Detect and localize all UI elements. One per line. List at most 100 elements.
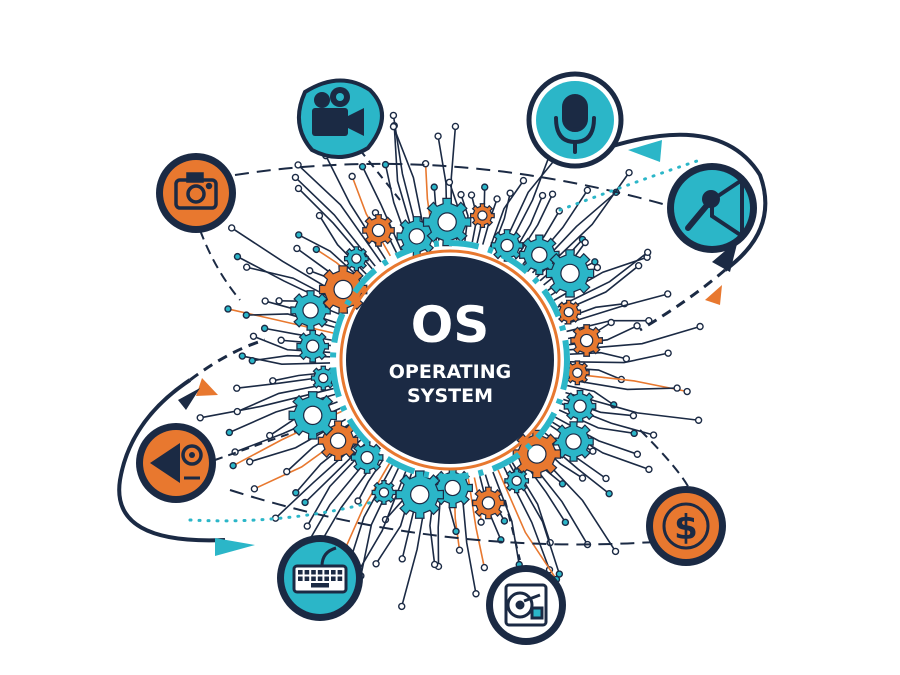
arrow-orange-right <box>705 285 722 305</box>
circuit-trace <box>567 384 615 406</box>
node-dollar[interactable]: $ <box>646 486 726 566</box>
trace-node <box>372 560 380 568</box>
orbit-dashed-right-lower <box>639 429 691 491</box>
trace-node <box>303 522 311 530</box>
circuit-trace <box>564 293 668 325</box>
gear <box>545 249 595 298</box>
trace-node <box>451 122 460 131</box>
orbit-arc-bottom-left <box>117 378 226 543</box>
gear <box>556 299 582 325</box>
trace-node <box>625 168 633 177</box>
keyboard-key <box>337 576 343 581</box>
trace-node <box>629 411 638 420</box>
trace-node <box>622 355 631 363</box>
orbit-arc-right-dashed <box>639 268 726 332</box>
trace-node <box>457 190 465 199</box>
node-speaker-mic[interactable] <box>667 163 757 253</box>
keyboard-key <box>304 576 310 581</box>
gear <box>519 234 560 276</box>
keyboard-key <box>304 570 310 575</box>
trace-node <box>238 352 246 360</box>
trace-node <box>301 498 309 507</box>
trace-node <box>455 546 464 554</box>
trace-node <box>430 183 438 191</box>
trace-node <box>561 518 570 527</box>
trace-node <box>649 431 658 439</box>
node-keyboard[interactable] <box>277 535 363 621</box>
gear <box>472 486 505 520</box>
circuit-trace <box>298 234 362 280</box>
trace-node <box>633 450 642 458</box>
hard-drive-icon <box>504 583 548 627</box>
trace-node <box>481 183 489 191</box>
trace-node <box>266 431 274 440</box>
trace-node <box>445 178 454 186</box>
hub-disc <box>346 256 554 464</box>
circuit-trace <box>392 126 428 243</box>
trace-node <box>271 514 280 522</box>
trace-node <box>645 465 653 474</box>
circuit-trace <box>569 352 669 364</box>
trace-node <box>358 162 367 171</box>
speaker-microphone-icon <box>685 176 744 240</box>
trace-node <box>294 184 303 193</box>
trace-node <box>611 547 620 556</box>
trace-node <box>434 132 442 140</box>
trace-node <box>227 224 236 232</box>
node-camera[interactable] <box>156 153 236 233</box>
circuit-trace <box>569 351 627 360</box>
trace-node <box>593 263 602 272</box>
trace-node <box>269 377 277 385</box>
circuit-traces <box>196 111 704 611</box>
hub-line-2: SYSTEM <box>407 385 493 407</box>
trace-node <box>260 324 269 333</box>
keyboard-key <box>331 570 336 575</box>
microphone-icon <box>554 94 596 154</box>
trace-node <box>673 384 681 392</box>
arrow-orange-left <box>196 378 218 396</box>
keyboard-spacebar <box>311 583 329 588</box>
trace-node <box>696 322 704 331</box>
trace-node <box>398 555 406 563</box>
orbit-ellipse-outer <box>234 162 701 216</box>
trace-node <box>315 211 324 220</box>
orbit-dashed-left <box>214 429 301 461</box>
gear <box>553 421 594 462</box>
trace-node <box>578 474 587 482</box>
trace-node <box>306 267 314 275</box>
orbit-dashed-left-upper <box>199 229 241 301</box>
gear <box>290 290 331 331</box>
trace-node <box>694 416 703 424</box>
trace-node <box>312 245 321 254</box>
trace-node <box>602 474 610 483</box>
trace-node <box>250 485 259 493</box>
trace-node <box>480 563 489 572</box>
trace-node <box>354 497 362 505</box>
trace-node <box>664 349 672 357</box>
trace-node <box>196 414 204 422</box>
trace-node <box>242 311 251 319</box>
arrow-teal-bottom <box>215 538 255 556</box>
node-media[interactable] <box>136 423 216 503</box>
trace-node <box>472 590 480 598</box>
node-hard-drive[interactable] <box>486 565 566 645</box>
trace-node <box>633 322 641 330</box>
trace-node <box>233 407 241 416</box>
trace-node <box>389 122 398 131</box>
node-microphone[interactable] <box>526 71 624 169</box>
trace-node <box>389 111 398 120</box>
node-video-camera[interactable] <box>296 78 384 159</box>
trace-node <box>493 195 501 203</box>
arrow-navy-left <box>178 388 200 410</box>
trace-node <box>249 332 258 340</box>
gear <box>296 329 330 363</box>
trace-node <box>348 172 356 181</box>
keyboard-key <box>324 570 329 575</box>
gear <box>362 214 395 247</box>
keyboard-key <box>298 570 303 575</box>
circuit-trace <box>568 378 678 391</box>
trace-node <box>664 290 672 298</box>
trace-node <box>277 336 285 344</box>
trace-node <box>233 384 241 392</box>
